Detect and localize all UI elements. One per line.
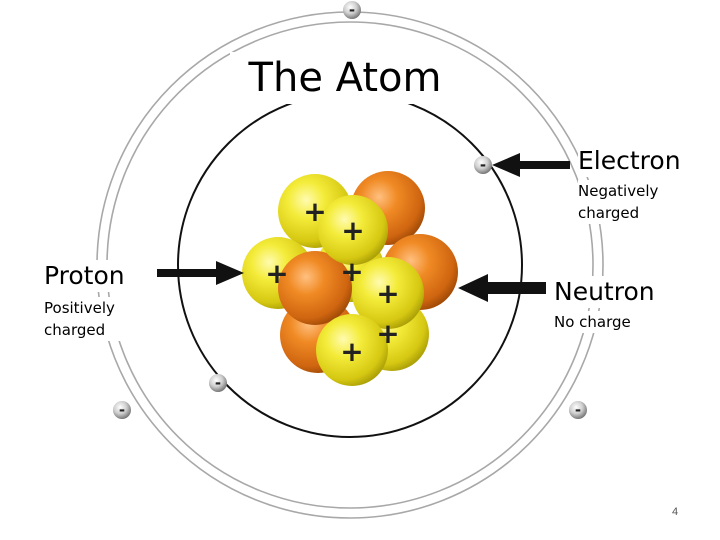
proton-label: Proton xyxy=(44,260,125,292)
proton-arrow xyxy=(157,261,244,285)
diagram-title: The Atom xyxy=(230,52,460,104)
proton-plus-sign: + xyxy=(340,255,363,288)
electron-particle: - xyxy=(113,401,131,419)
svg-text:-: - xyxy=(119,401,125,419)
electron-description: Negatively charged xyxy=(578,180,673,224)
proton-plus-sign: + xyxy=(340,335,363,368)
proton-plus-sign: + xyxy=(303,195,326,228)
neutron-description: No charge xyxy=(554,311,631,333)
electron-particle: - xyxy=(474,156,492,174)
svg-text:-: - xyxy=(349,1,355,19)
svg-text:-: - xyxy=(575,401,581,419)
electron-arrow xyxy=(492,153,570,177)
electron-particle: - xyxy=(569,401,587,419)
proton-plus-sign: + xyxy=(341,214,364,247)
svg-text:-: - xyxy=(215,374,221,392)
neutron-arrow xyxy=(458,274,546,302)
electron-particle: - xyxy=(209,374,227,392)
page-number: 4 xyxy=(660,506,690,518)
proton-plus-sign: + xyxy=(376,277,399,310)
neutron-label: Neutron xyxy=(554,276,655,308)
nucleus: + + + + + + + xyxy=(242,171,458,386)
proton-description: Positively charged xyxy=(44,297,134,341)
proton-plus-sign: + xyxy=(265,257,288,290)
electron-label: Electron xyxy=(578,145,681,177)
svg-text:-: - xyxy=(480,156,486,174)
electron-particle: - xyxy=(343,1,361,19)
proton-plus-sign: + xyxy=(376,317,399,350)
